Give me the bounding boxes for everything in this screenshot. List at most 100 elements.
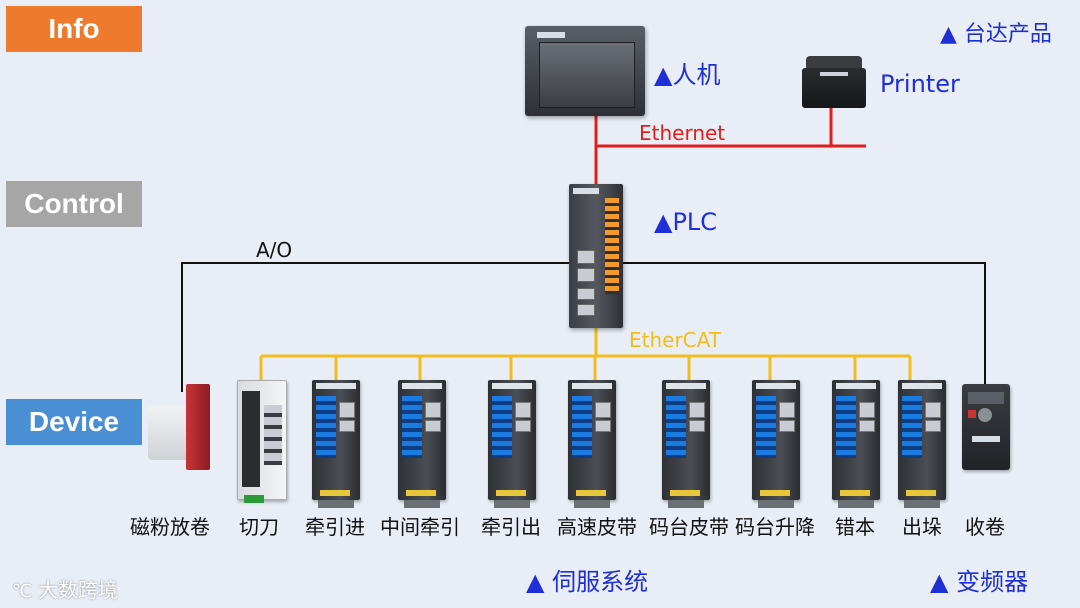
- servo-drive-port2: [689, 420, 705, 432]
- servo-drive: [568, 380, 616, 508]
- analog-label: A/O: [256, 238, 293, 262]
- hmi-logo: [537, 32, 565, 38]
- servo-drive-port: [689, 402, 705, 418]
- servo-drive-led: [402, 396, 422, 458]
- servo-drive-base: [838, 500, 874, 508]
- plc-label: ▲PLC: [654, 208, 718, 236]
- magnetic-powder-unwinder: [148, 384, 212, 470]
- plc-port-2: [577, 268, 595, 282]
- servo-drive-port: [925, 402, 941, 418]
- servo-drive-base: [494, 500, 530, 508]
- plc-terminals: [605, 198, 619, 294]
- device-label: 码台升降: [735, 515, 815, 539]
- watermark: ℃ 大数跨境: [12, 574, 118, 603]
- hmi-device: [525, 26, 645, 116]
- device-label: 牵引进: [305, 515, 365, 539]
- servo-drive: [662, 380, 710, 508]
- servo-drive-warn: [496, 490, 526, 496]
- servo-drive-port: [339, 402, 355, 418]
- servo-drive-warn: [406, 490, 436, 496]
- device-label: 中间牵引: [380, 515, 460, 539]
- servo-drive-logo: [316, 383, 356, 389]
- servo-drive-base: [574, 500, 610, 508]
- printer-slot: [820, 72, 848, 76]
- servo-drive-port2: [859, 420, 875, 432]
- servo-drive-led: [756, 396, 776, 458]
- servo-drive-logo: [666, 383, 706, 389]
- servo-drive-port: [425, 402, 441, 418]
- cutter-panel: [242, 391, 260, 487]
- vfd-device: [962, 384, 1010, 470]
- servo-drive-port2: [595, 420, 611, 432]
- servo-drive-base: [904, 500, 940, 508]
- level-control-badge: Control: [6, 181, 142, 227]
- vfd-display: [968, 392, 1004, 404]
- servo-drive-logo: [572, 383, 612, 389]
- servo-drive-led: [836, 396, 856, 458]
- watermark-logo-icon: ℃: [12, 581, 38, 602]
- plc-logo: [573, 188, 599, 194]
- servo-drive: [898, 380, 946, 508]
- servo-drive-base: [318, 500, 354, 508]
- servo-drive-led: [492, 396, 512, 458]
- vfd-button: [968, 410, 976, 418]
- servo-drive-base: [758, 500, 794, 508]
- servo-drive: [488, 380, 536, 508]
- vfd-group-label: ▲ 变频器: [930, 568, 1029, 596]
- vfd-logo: [972, 436, 1000, 442]
- servo-drive-logo: [756, 383, 796, 389]
- servo-drive-warn: [576, 490, 606, 496]
- servo-drive-logo: [492, 383, 532, 389]
- servo-drive-warn: [840, 490, 870, 496]
- device-label: 牵引出: [481, 515, 541, 539]
- device-label: 码台皮带: [649, 515, 729, 539]
- device-label: 收卷: [965, 515, 1005, 539]
- device-label: 磁粉放卷: [130, 515, 210, 539]
- servo-drive-warn: [760, 490, 790, 496]
- device-label: 切刀: [239, 515, 279, 539]
- servo-drive-base: [668, 500, 704, 508]
- hmi-screen: [539, 42, 635, 108]
- ethercat-drops: [259, 356, 912, 382]
- cutter-drive: [237, 380, 287, 503]
- device-label: 错本: [835, 515, 875, 539]
- unwinder-frame: [186, 384, 210, 470]
- vfd-knob: [978, 408, 992, 422]
- servo-drive-led: [572, 396, 592, 458]
- plc-port-3: [577, 288, 595, 300]
- servo-drive-logo: [902, 383, 942, 389]
- servo-drive-led: [666, 396, 686, 458]
- device-label: 高速皮带: [557, 515, 637, 539]
- servo-drive-port2: [339, 420, 355, 432]
- servo-drive: [752, 380, 800, 508]
- servo-drive-port2: [925, 420, 941, 432]
- plc-port-1: [577, 250, 595, 264]
- servo-drive-port: [595, 402, 611, 418]
- level-info-badge: Info: [6, 6, 142, 52]
- servo-drive-port: [515, 402, 531, 418]
- servo-group-label: ▲ 伺服系统: [526, 568, 649, 596]
- hmi-label: ▲人机: [654, 61, 721, 89]
- servo-drive-port: [859, 402, 875, 418]
- servo-drive-warn: [906, 490, 936, 496]
- servo-drive-logo: [402, 383, 442, 389]
- servo-drive-led: [316, 396, 336, 458]
- ethercat-label: EtherCAT: [629, 328, 721, 352]
- device-label: 出垛: [902, 515, 942, 539]
- cutter-terminal: [244, 495, 264, 503]
- servo-drive-base: [404, 500, 440, 508]
- plc-port-4: [577, 304, 595, 316]
- ethernet-label: Ethernet: [639, 121, 726, 145]
- servo-drive: [398, 380, 446, 508]
- printer-label: Printer: [880, 70, 960, 98]
- servo-drive-led: [902, 396, 922, 458]
- printer-device: [802, 56, 866, 108]
- servo-drive-port2: [779, 420, 795, 432]
- servo-drive-warn: [320, 490, 350, 496]
- legend-delta-products: ▲ 台达产品: [940, 22, 1052, 47]
- servo-drive-port2: [515, 420, 531, 432]
- servo-drive-warn: [670, 490, 700, 496]
- plc-device: [569, 184, 623, 328]
- servo-drive-logo: [836, 383, 876, 389]
- servo-drive-port2: [425, 420, 441, 432]
